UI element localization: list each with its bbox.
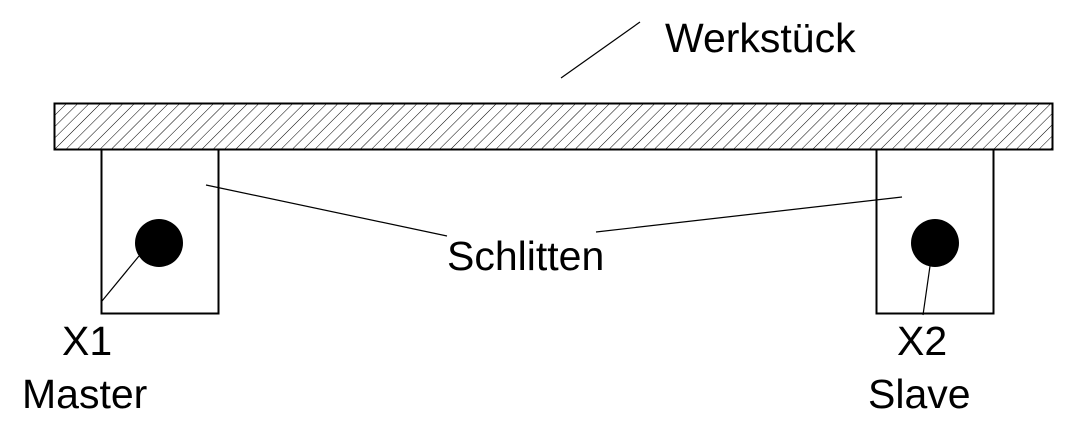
x1-role-label: Master: [22, 371, 147, 417]
carriage-leader-left: [205, 184, 448, 237]
x1-axis-label: X1: [62, 318, 112, 364]
workpiece-leader: [560, 21, 641, 79]
x2-role-label: Slave: [868, 371, 971, 417]
workpiece-label: Werkstück: [665, 15, 856, 61]
workpiece-bar: [53, 102, 1054, 151]
carriages-label: Schlitten: [447, 233, 604, 279]
axis-x1-drive: [135, 219, 183, 267]
x1-leader: [101, 255, 140, 302]
carriage-leader-right: [595, 196, 903, 233]
x2-axis-label: X2: [897, 318, 947, 364]
x2-leader: [922, 265, 931, 316]
axis-x2-drive: [911, 219, 959, 267]
